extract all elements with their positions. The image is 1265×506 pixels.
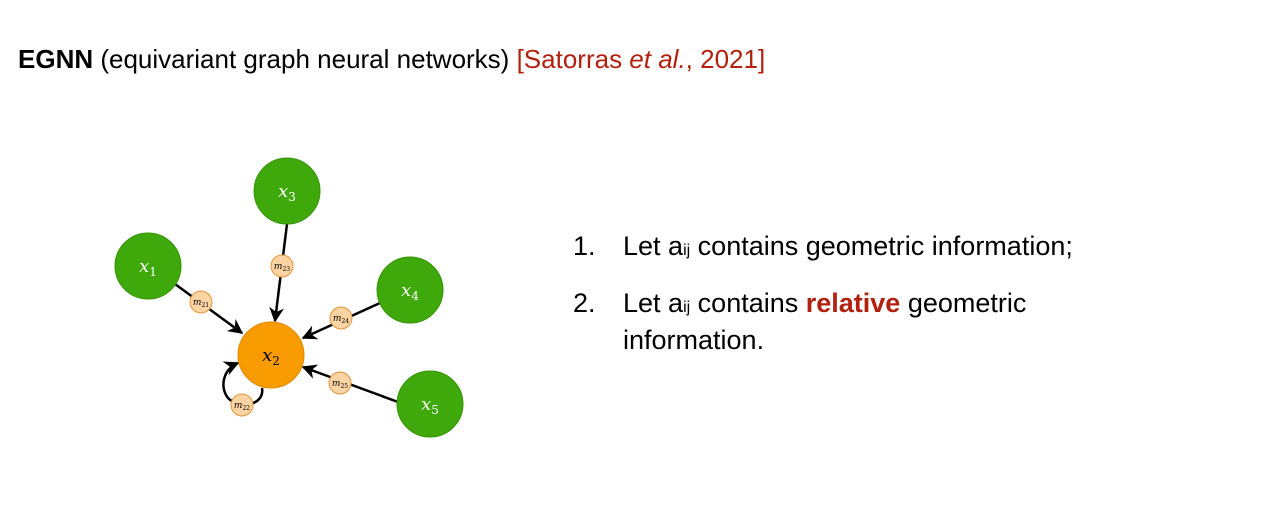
slide-title: EGNN (equivariant graph neural networks)… (18, 44, 765, 75)
title-acronym: EGNN (18, 44, 94, 74)
node-x1: x1 (114, 232, 182, 300)
title-description: (equivariant graph neural networks) (93, 44, 517, 74)
message-m24: m24 (329, 306, 353, 330)
bullet-list: 1.Let aij contains geometric information… (573, 230, 1163, 377)
list-item-1: 1.Let aij contains geometric information… (573, 231, 1073, 261)
node-x3: x3 (253, 157, 321, 225)
list-item-2: 2.Let aij contains relative geometric in… (573, 288, 1027, 355)
svg-text:m22: m22 (234, 401, 250, 412)
edge-self-loop (222, 361, 264, 406)
svg-text:m24: m24 (333, 314, 349, 325)
node-x2: x2 (237, 321, 305, 389)
svg-text:m25: m25 (332, 379, 348, 390)
node-x4: x4 (376, 256, 444, 324)
message-m21: m21 (189, 290, 213, 314)
emphasis-relative: relative (805, 288, 901, 318)
message-m22: m22 (230, 393, 254, 417)
citation: [Satorras et al., 2021] (516, 44, 766, 74)
node-x5: x5 (396, 370, 464, 438)
svg-text:m23: m23 (274, 262, 290, 273)
svg-text:m21: m21 (193, 298, 209, 309)
message-m25: m25 (328, 371, 352, 395)
message-m23: m23 (270, 254, 294, 278)
